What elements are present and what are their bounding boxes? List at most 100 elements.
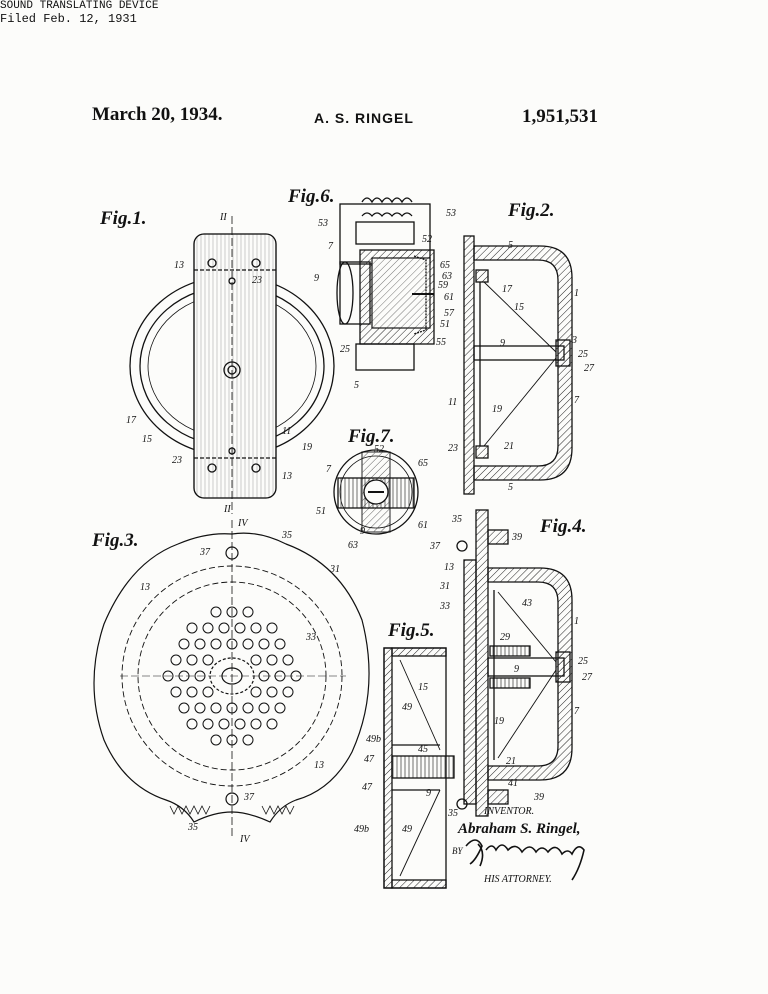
fig4-ref-37: 37	[429, 541, 441, 552]
fig2-ref-17: 17	[502, 284, 513, 295]
fig3-ref-35b: 35	[187, 822, 198, 833]
perforation-hole	[290, 670, 302, 682]
fig4-ref-43: 43	[522, 598, 532, 609]
fig6-ref-65: 65	[440, 260, 450, 271]
fig3-ref-13b: 13	[314, 760, 324, 771]
fig4-ref-35b: 35	[447, 808, 458, 819]
fig7-ref-63: 63	[348, 540, 358, 551]
fig1-ref-23b: 23	[172, 455, 182, 466]
fig6-ref-53b: 53	[318, 218, 328, 229]
fig2-ref-5b: 5	[508, 482, 513, 493]
fig1-ref-15: 15	[142, 434, 152, 445]
fig4-ref-27: 27	[582, 672, 593, 683]
fig2-ref-9: 9	[500, 338, 505, 349]
patent-date: March 20, 1934.	[92, 104, 223, 125]
perforation-hole	[274, 638, 286, 650]
fig1-ref-11: 11	[282, 426, 291, 437]
fig2-ref-7: 7	[574, 395, 580, 406]
fig4-ref-21: 21	[506, 756, 516, 767]
perforation-hole	[242, 734, 254, 746]
fig2-ref-3: 3	[571, 335, 577, 346]
figure-6: Fig.6. 53 53 7 52 9 65 63 59 61 57 51 55…	[287, 186, 456, 391]
perforation-hole	[226, 702, 238, 714]
fig7-ref-61: 61	[418, 520, 428, 531]
patent-title: SOUND TRANSLATING DEVICE	[0, 0, 159, 12]
fig2-ref-23: 23	[448, 443, 458, 454]
perforation-hole	[202, 622, 214, 634]
perforation-hole	[226, 638, 238, 650]
perforation-hole	[186, 654, 198, 666]
fig2-ref-27: 27	[584, 363, 595, 374]
perforation-hole	[178, 702, 190, 714]
perforation-hole	[226, 734, 238, 746]
fig3-ref-35a: 35	[281, 530, 292, 541]
perforation-hole	[178, 670, 190, 682]
attorney-signature	[465, 839, 585, 881]
fig7-ref-52: 52	[374, 444, 384, 455]
perforation-hole	[186, 622, 198, 634]
fig6-label: Fig.6.	[287, 186, 334, 207]
fig4-ref-1: 1	[574, 616, 579, 627]
perforation-hole	[282, 686, 294, 698]
fig6-ref-59: 59	[438, 280, 448, 291]
fig3-ref-IV-bottom: IV	[239, 834, 251, 845]
figure-2: Fig.2. 5 1 17 15 9 3 25 27 11 19 7 23 21…	[448, 200, 595, 495]
perforation-hole	[250, 686, 262, 698]
inventor-signature-name: Abraham S. Ringel,	[458, 821, 581, 837]
figure-1: Fig.1. II 13 23 17 15 23 II 13 11 19	[99, 208, 335, 515]
fig6-ref-52: 52	[422, 234, 432, 245]
fig1-ref-II-bottom: II	[223, 504, 231, 515]
perforation-hole	[186, 686, 198, 698]
fig6-ref-7: 7	[328, 241, 334, 252]
inventor-name-header: A. S. RINGEL	[314, 110, 414, 126]
perforation-hole	[202, 718, 214, 730]
fig7-ref-7: 7	[326, 464, 332, 475]
fig2-ref-21: 21	[504, 441, 514, 452]
perforation-hole	[194, 670, 206, 682]
perforation-hole	[242, 606, 254, 618]
fig6-ref-61: 61	[444, 292, 454, 303]
perforation-hole	[258, 702, 270, 714]
fig4-label: Fig.4.	[539, 516, 586, 537]
fig7-label: Fig.7.	[347, 426, 394, 447]
fig5-ref-15: 15	[418, 682, 428, 693]
fig3-label: Fig.3.	[91, 530, 138, 551]
perforation-hole	[266, 686, 278, 698]
perforation-hole	[266, 654, 278, 666]
fig5-ref-47a: 47	[364, 754, 375, 765]
fig4-ref-39a: 39	[511, 532, 522, 543]
fig4-ref-29: 29	[500, 632, 510, 643]
fig6-ref-57: 57	[444, 308, 455, 319]
perforation-hole	[266, 622, 278, 634]
fig1-label: Fig.1.	[99, 208, 146, 229]
fig2-ref-25: 25	[578, 349, 588, 360]
perforation-hole	[178, 638, 190, 650]
perforation-hole	[202, 654, 214, 666]
perforation-hole	[170, 686, 182, 698]
fig1-ref-13a: 13	[174, 260, 184, 271]
fig5-ref-49a: 49	[402, 702, 412, 713]
fig7-ref-65: 65	[418, 458, 428, 469]
perforation-hole	[226, 606, 238, 618]
fig3-ref-31: 31	[329, 564, 340, 575]
fig5-ref-47b: 47	[362, 782, 373, 793]
fig1-ref-19: 19	[302, 442, 312, 453]
fig4-ref-9: 9	[514, 664, 519, 675]
fig6-ref-51: 51	[440, 319, 450, 330]
fig4-ref-33: 33	[439, 601, 450, 612]
fig7-ref-51: 51	[316, 506, 326, 517]
perforation-hole	[266, 718, 278, 730]
fig2-ref-15: 15	[514, 302, 524, 313]
perforation-hole	[202, 686, 214, 698]
attorney-label: HIS ATTORNEY.	[484, 874, 552, 885]
fig6-ref-63: 63	[442, 271, 452, 282]
perforation-hole	[258, 670, 270, 682]
perforation-hole	[250, 654, 262, 666]
fig5-ref-49b-a: 49b	[366, 734, 381, 745]
fig1-ref-23a: 23	[252, 275, 262, 286]
perforation-hole	[274, 670, 286, 682]
inventor-label: INVENTOR.	[484, 806, 535, 817]
fig6-ref-5: 5	[354, 380, 359, 391]
fig2-label: Fig.2.	[507, 200, 554, 221]
fig4-ref-13: 13	[444, 562, 454, 573]
